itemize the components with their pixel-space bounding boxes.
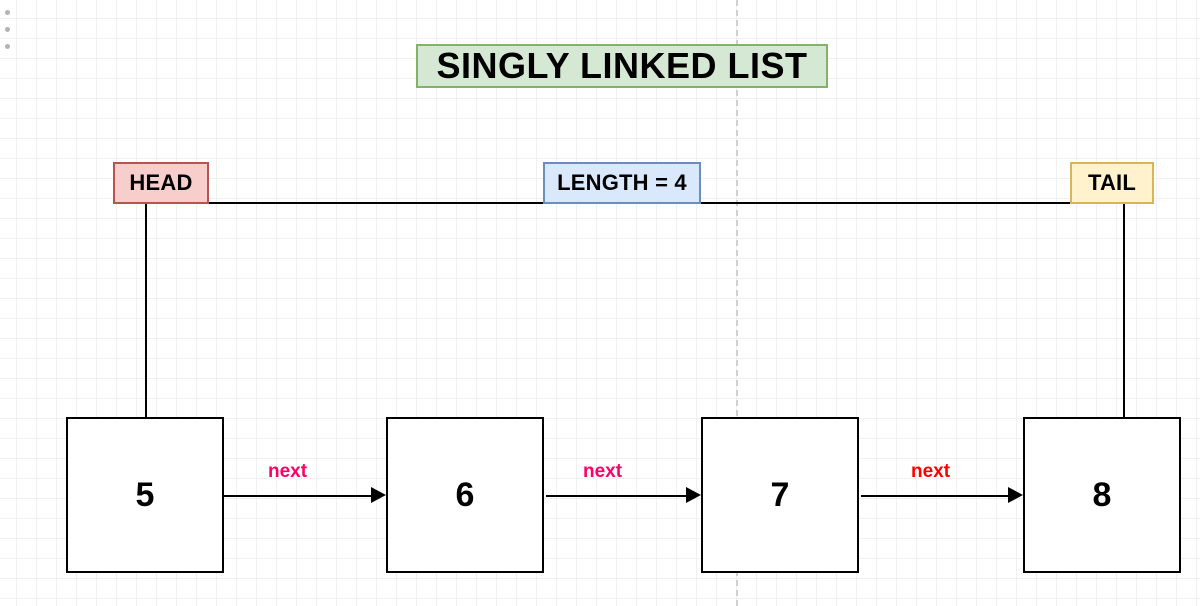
next-arrow: next xyxy=(546,417,701,573)
handle-dot xyxy=(5,10,10,15)
arrow-head-icon xyxy=(686,487,701,503)
next-label: next xyxy=(583,461,623,482)
head-drop-line xyxy=(145,204,147,418)
arrow-shaft xyxy=(861,495,1008,497)
arrow-shaft xyxy=(546,495,686,497)
arrow-head-icon xyxy=(1008,487,1023,503)
list-node[interactable]: 5 xyxy=(66,417,224,573)
list-node[interactable]: 7 xyxy=(701,417,859,573)
tail-drop-line xyxy=(1123,204,1125,418)
diagram-title: SINGLY LINKED LIST xyxy=(416,44,828,88)
arrow-shaft xyxy=(224,495,371,497)
handle-dot xyxy=(5,44,10,49)
next-label: next xyxy=(268,461,308,482)
next-label: next xyxy=(911,461,951,482)
vertical-guide-line xyxy=(736,0,738,606)
tail-pointer-label: TAIL xyxy=(1070,162,1154,204)
list-node[interactable]: 8 xyxy=(1023,417,1181,573)
next-arrow: next xyxy=(861,417,1023,573)
handle-dot xyxy=(5,27,10,32)
head-spine-line-left xyxy=(209,202,543,204)
head-spine-line-right xyxy=(701,202,1070,204)
head-pointer-label: HEAD xyxy=(113,162,209,204)
length-label: LENGTH = 4 xyxy=(543,162,701,204)
drag-handle-dots[interactable] xyxy=(5,10,13,61)
arrow-head-icon xyxy=(371,487,386,503)
list-node[interactable]: 6 xyxy=(386,417,544,573)
next-arrow: next xyxy=(224,417,386,573)
